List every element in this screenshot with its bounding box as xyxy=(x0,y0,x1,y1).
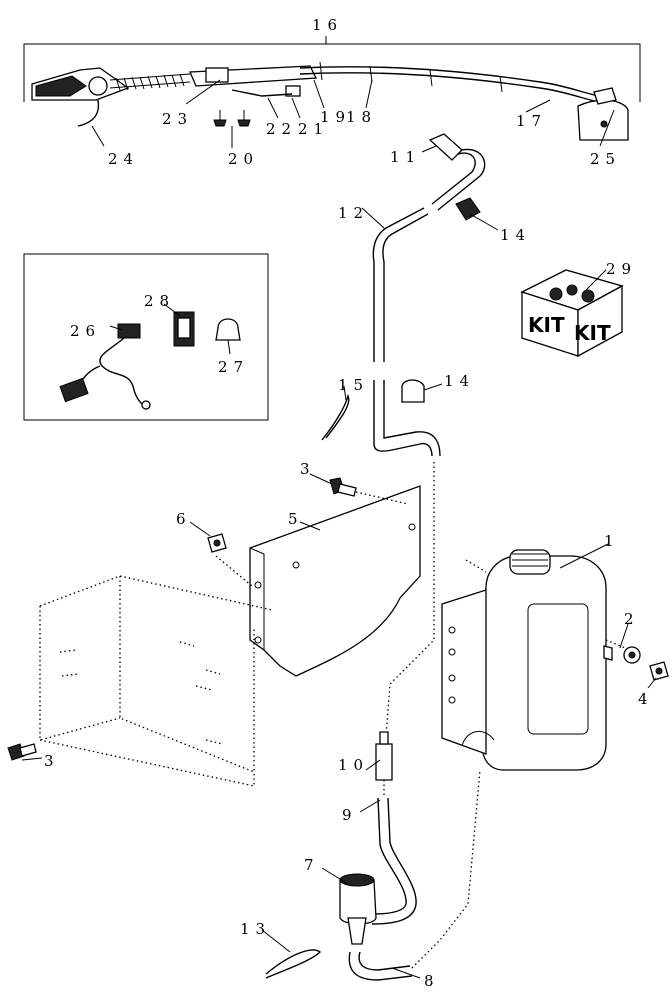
callout-18: 18 xyxy=(346,108,377,126)
fasteners-right xyxy=(623,646,669,681)
callout-25: 25 xyxy=(590,150,621,168)
callout-19: 19 xyxy=(320,108,351,126)
callout-17: 17 xyxy=(516,112,547,130)
mounting-bracket xyxy=(39,485,421,787)
callout-12: 12 xyxy=(338,204,369,222)
kit-label-right: KIT xyxy=(574,321,611,345)
callout-2: 2 xyxy=(624,610,640,628)
callout-8: 8 xyxy=(424,972,440,990)
callout-14-upper: 14 xyxy=(500,226,531,244)
callout-11: 11 xyxy=(390,148,421,166)
wiper-arm-assembly xyxy=(23,36,641,141)
callout-3-upper: 3 xyxy=(300,460,316,478)
callout-26: 26 xyxy=(70,322,101,340)
callout-3-lower: 3 xyxy=(44,752,60,770)
hose-upper xyxy=(372,133,486,457)
callout-7: 7 xyxy=(304,856,320,874)
leader-lines xyxy=(21,79,657,979)
callout-27: 27 xyxy=(218,358,249,376)
callout-23: 23 xyxy=(162,110,193,128)
inset-wiring-box xyxy=(23,253,269,421)
callout-9: 9 xyxy=(342,806,358,824)
callout-28: 28 xyxy=(144,292,175,310)
fasteners-upper xyxy=(207,477,409,587)
callout-4: 4 xyxy=(638,690,654,708)
lower-hoses xyxy=(265,462,481,981)
kit-box: KIT KIT xyxy=(520,269,624,358)
callout-5: 5 xyxy=(288,510,304,528)
cable-tie-upper xyxy=(321,393,350,441)
callout-16: 16 xyxy=(312,16,343,34)
kit-label-left: KIT xyxy=(528,313,565,337)
bolt-lower xyxy=(7,743,37,761)
callout-20: 20 xyxy=(228,150,259,168)
callout-22: 22 xyxy=(266,120,297,138)
callout-29: 29 xyxy=(606,260,637,278)
callout-labels: 1 2 3 3 4 5 6 7 8 9 10 11 12 13 14 14 15… xyxy=(44,16,654,990)
callout-6: 6 xyxy=(176,510,192,528)
callout-21: 21 xyxy=(298,120,329,138)
callout-13: 13 xyxy=(240,920,271,938)
callout-14-lower: 14 xyxy=(444,372,475,390)
callout-1: 1 xyxy=(604,532,620,550)
callout-24: 24 xyxy=(108,150,139,168)
washer-reservoir xyxy=(441,549,631,771)
callout-15: 15 xyxy=(338,376,369,394)
callout-10: 10 xyxy=(338,756,369,774)
